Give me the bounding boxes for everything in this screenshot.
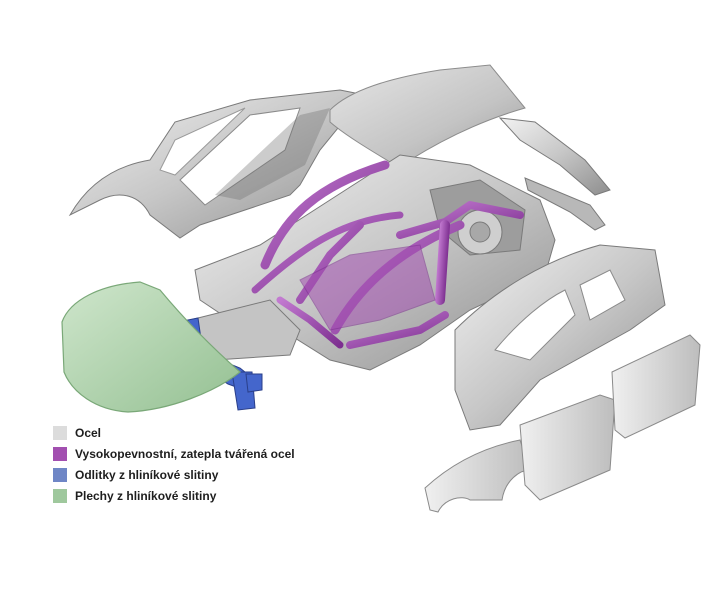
legend-item-hot-formed-steel: Vysokopevnostní, zatepla tvářená ocel [53,445,295,463]
legend: Ocel Vysokopevnostní, zatepla tvářená oc… [53,424,295,508]
rear-rail-piece [524,177,606,231]
legend-label: Plechy z hliníkové slitiny [75,489,217,503]
legend-swatch [53,447,67,461]
legend-swatch [53,489,67,503]
floor-panel-purple [299,244,436,331]
left-side-panel [68,89,366,239]
legend-swatch [53,426,67,440]
front-door [519,394,616,501]
legend-item-aluminium-sheets: Plechy z hliníkové slitiny [53,487,295,505]
legend-swatch [53,468,67,482]
front-fender [424,439,531,513]
rear-frame-piece [498,117,611,196]
legend-item-steel: Ocel [53,424,295,442]
right-side-panel [454,244,666,431]
legend-label: Odlitky z hliníkové slitiny [75,468,219,482]
roof-panel [329,64,526,166]
legend-label: Ocel [75,426,102,440]
rear-door [611,334,701,439]
aluminium-hood [61,281,241,413]
legend-item-aluminium-castings: Odlitky z hliníkové slitiny [53,466,295,484]
legend-label: Vysokopevnostní, zatepla tvářená ocel [75,447,295,461]
